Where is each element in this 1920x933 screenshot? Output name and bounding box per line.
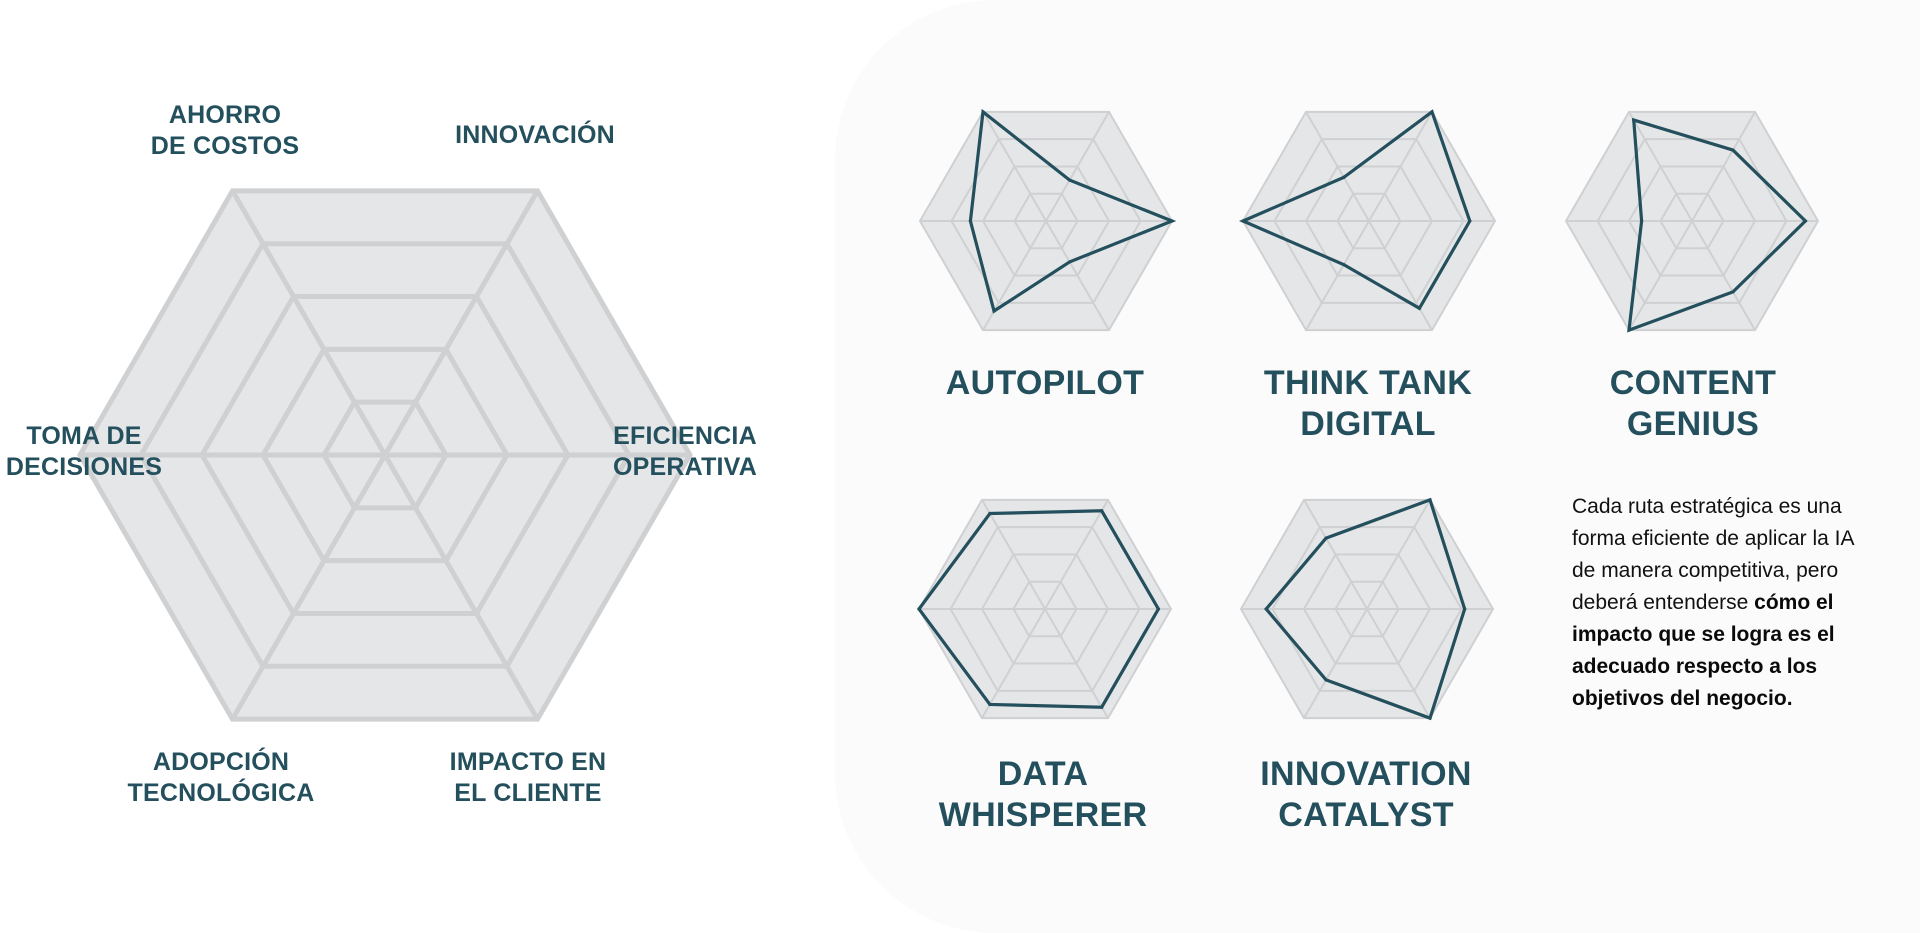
radar-4-data-point-2 <box>1156 607 1160 611</box>
radar-5-data-point-1 <box>1428 498 1432 502</box>
radar-3-axis-spoke-0 <box>1628 111 1693 222</box>
radar-5-data-point-4 <box>1324 678 1328 682</box>
radar-4-data-point-4 <box>988 702 992 707</box>
description-text: Cada ruta estratégica es una forma efici… <box>1572 491 1872 715</box>
radar-5-axis-spoke-0 <box>1303 499 1368 610</box>
axis-label-eficiencia-operativa: EFICIENCIA OPERATIVA <box>613 422 757 481</box>
radar-1-data-point-5 <box>968 219 973 223</box>
radar-3-data-point-2 <box>1803 219 1807 223</box>
radar-2-data-point-1 <box>1430 110 1434 114</box>
radar-1-axis-spoke-1 <box>1045 111 1110 222</box>
radar-2-data-point-4 <box>1342 263 1346 267</box>
radar-2-data-point-2 <box>1468 219 1472 223</box>
radar-4-axis-spoke-4 <box>981 608 1046 719</box>
radar-title-innovation-catalyst: INNOVATION CATALYST <box>1260 755 1472 834</box>
radar-title-data-whisperer: DATA WHISPERER <box>938 755 1148 834</box>
radar-1-axis-spoke-3 <box>1045 220 1110 331</box>
reference-radar-axis-spoke-4 <box>230 453 388 721</box>
radar-1-data-point-3 <box>1068 260 1072 264</box>
reference-radar-axis-spoke-0 <box>230 189 388 457</box>
radar-3-data-point-4 <box>1627 328 1631 332</box>
description-bold-text: cómo el impacto que se logra es el adecu… <box>1572 591 1835 710</box>
radar-2-data-point-3 <box>1417 306 1421 310</box>
radar-3-data-point-5 <box>1640 219 1644 223</box>
axis-label-impacto-en-el-cliente: IMPACTO EN EL CLIENTE <box>449 748 607 807</box>
radar-4-data-point-0 <box>988 511 992 516</box>
radar-title-think-tank-digital: THINK TANK DIGITAL <box>1263 364 1473 443</box>
radar-4-axis-spoke-0 <box>981 499 1046 610</box>
radar-5-data-point-3 <box>1428 716 1432 720</box>
radar-4-axis-spoke-3 <box>1044 608 1109 719</box>
radar-3-data-point-3 <box>1731 290 1735 294</box>
radar-3-axis-spoke-3 <box>1691 220 1756 331</box>
radar-1-data-point-4 <box>992 309 996 313</box>
axis-label-adopcion-tecnologica: ADOPCIÓN TECNOLÓGICA <box>127 748 315 807</box>
radar-3-data-point-0 <box>1632 118 1636 122</box>
radar-1-data-point-0 <box>981 110 985 114</box>
radar-1-data-point-2 <box>1170 219 1174 223</box>
radar-1-axis-spoke-0 <box>982 111 1047 222</box>
axis-label-toma-de-decisiones: TOMA DE DECISIONES <box>5 422 163 481</box>
radar-3-axis-spoke-1 <box>1691 111 1756 222</box>
reference-radar-axis-spoke-3 <box>382 453 540 721</box>
radar-5-data-point-5 <box>1264 607 1268 611</box>
axis-label-innovacion: INNOVACIÓN <box>455 121 615 149</box>
reference-radar-axis-spoke-1 <box>382 189 540 457</box>
radar-4-axis-spoke-1 <box>1044 499 1109 610</box>
radar-2-axis-spoke-3 <box>1368 220 1433 331</box>
radar-2-axis-spoke-1 <box>1368 111 1433 222</box>
radar-2-axis-spoke-4 <box>1305 220 1370 331</box>
radar-title-autopilot: AUTOPILOT <box>945 364 1145 402</box>
description-normal-text: Cada ruta estratégica es una forma efici… <box>1572 495 1854 614</box>
radar-5-axis-spoke-1 <box>1366 499 1431 610</box>
radar-1-data-point-1 <box>1068 178 1072 182</box>
radar-2-data-point-5 <box>1241 219 1245 223</box>
radar-5-axis-spoke-3 <box>1366 608 1431 719</box>
radar-3-data-point-1 <box>1731 148 1735 152</box>
radar-5-axis-spoke-4 <box>1303 608 1368 719</box>
radar-4-data-point-3 <box>1100 705 1104 709</box>
radar-title-content-genius: CONTENT GENIUS <box>1609 364 1777 443</box>
radar-5-data-point-2 <box>1463 607 1467 611</box>
radar-3-axis-spoke-4 <box>1628 220 1693 331</box>
axis-label-ahorro-de-costos: AHORRO DE COSTOS <box>150 101 300 160</box>
radar-2-axis-spoke-0 <box>1305 111 1370 222</box>
radar-4-data-point-5 <box>917 607 921 611</box>
radar-5-data-point-0 <box>1324 536 1328 540</box>
radar-4-data-point-1 <box>1100 509 1104 513</box>
radar-2-data-point-0 <box>1342 175 1346 179</box>
